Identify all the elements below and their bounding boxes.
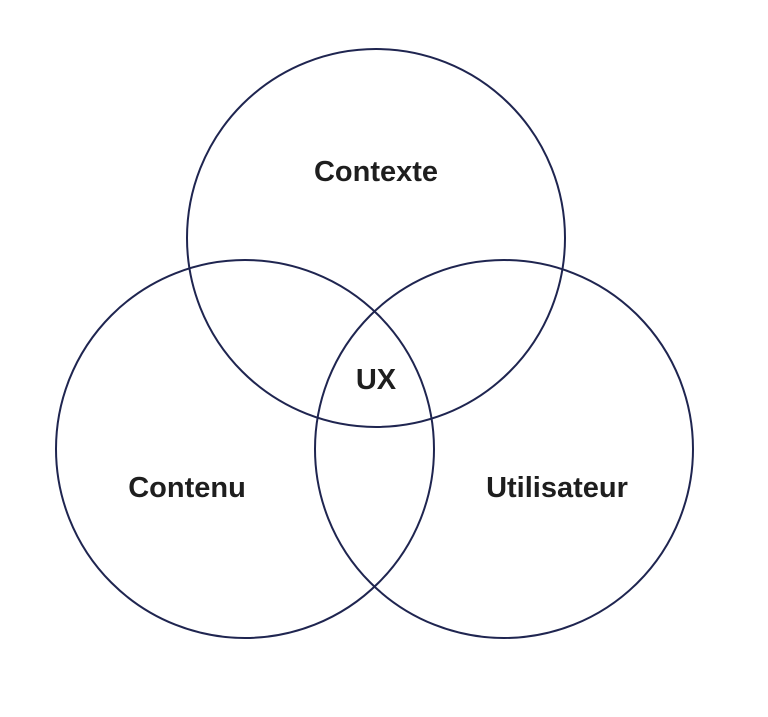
circle-utilisateur: [314, 259, 694, 639]
label-contenu: Contenu: [128, 472, 246, 504]
label-utilisateur: Utilisateur: [486, 472, 628, 504]
circle-contexte: [186, 48, 566, 428]
label-contexte: Contexte: [314, 156, 438, 188]
circle-contenu: [55, 259, 435, 639]
label-ux-intersection: UX: [356, 364, 397, 396]
